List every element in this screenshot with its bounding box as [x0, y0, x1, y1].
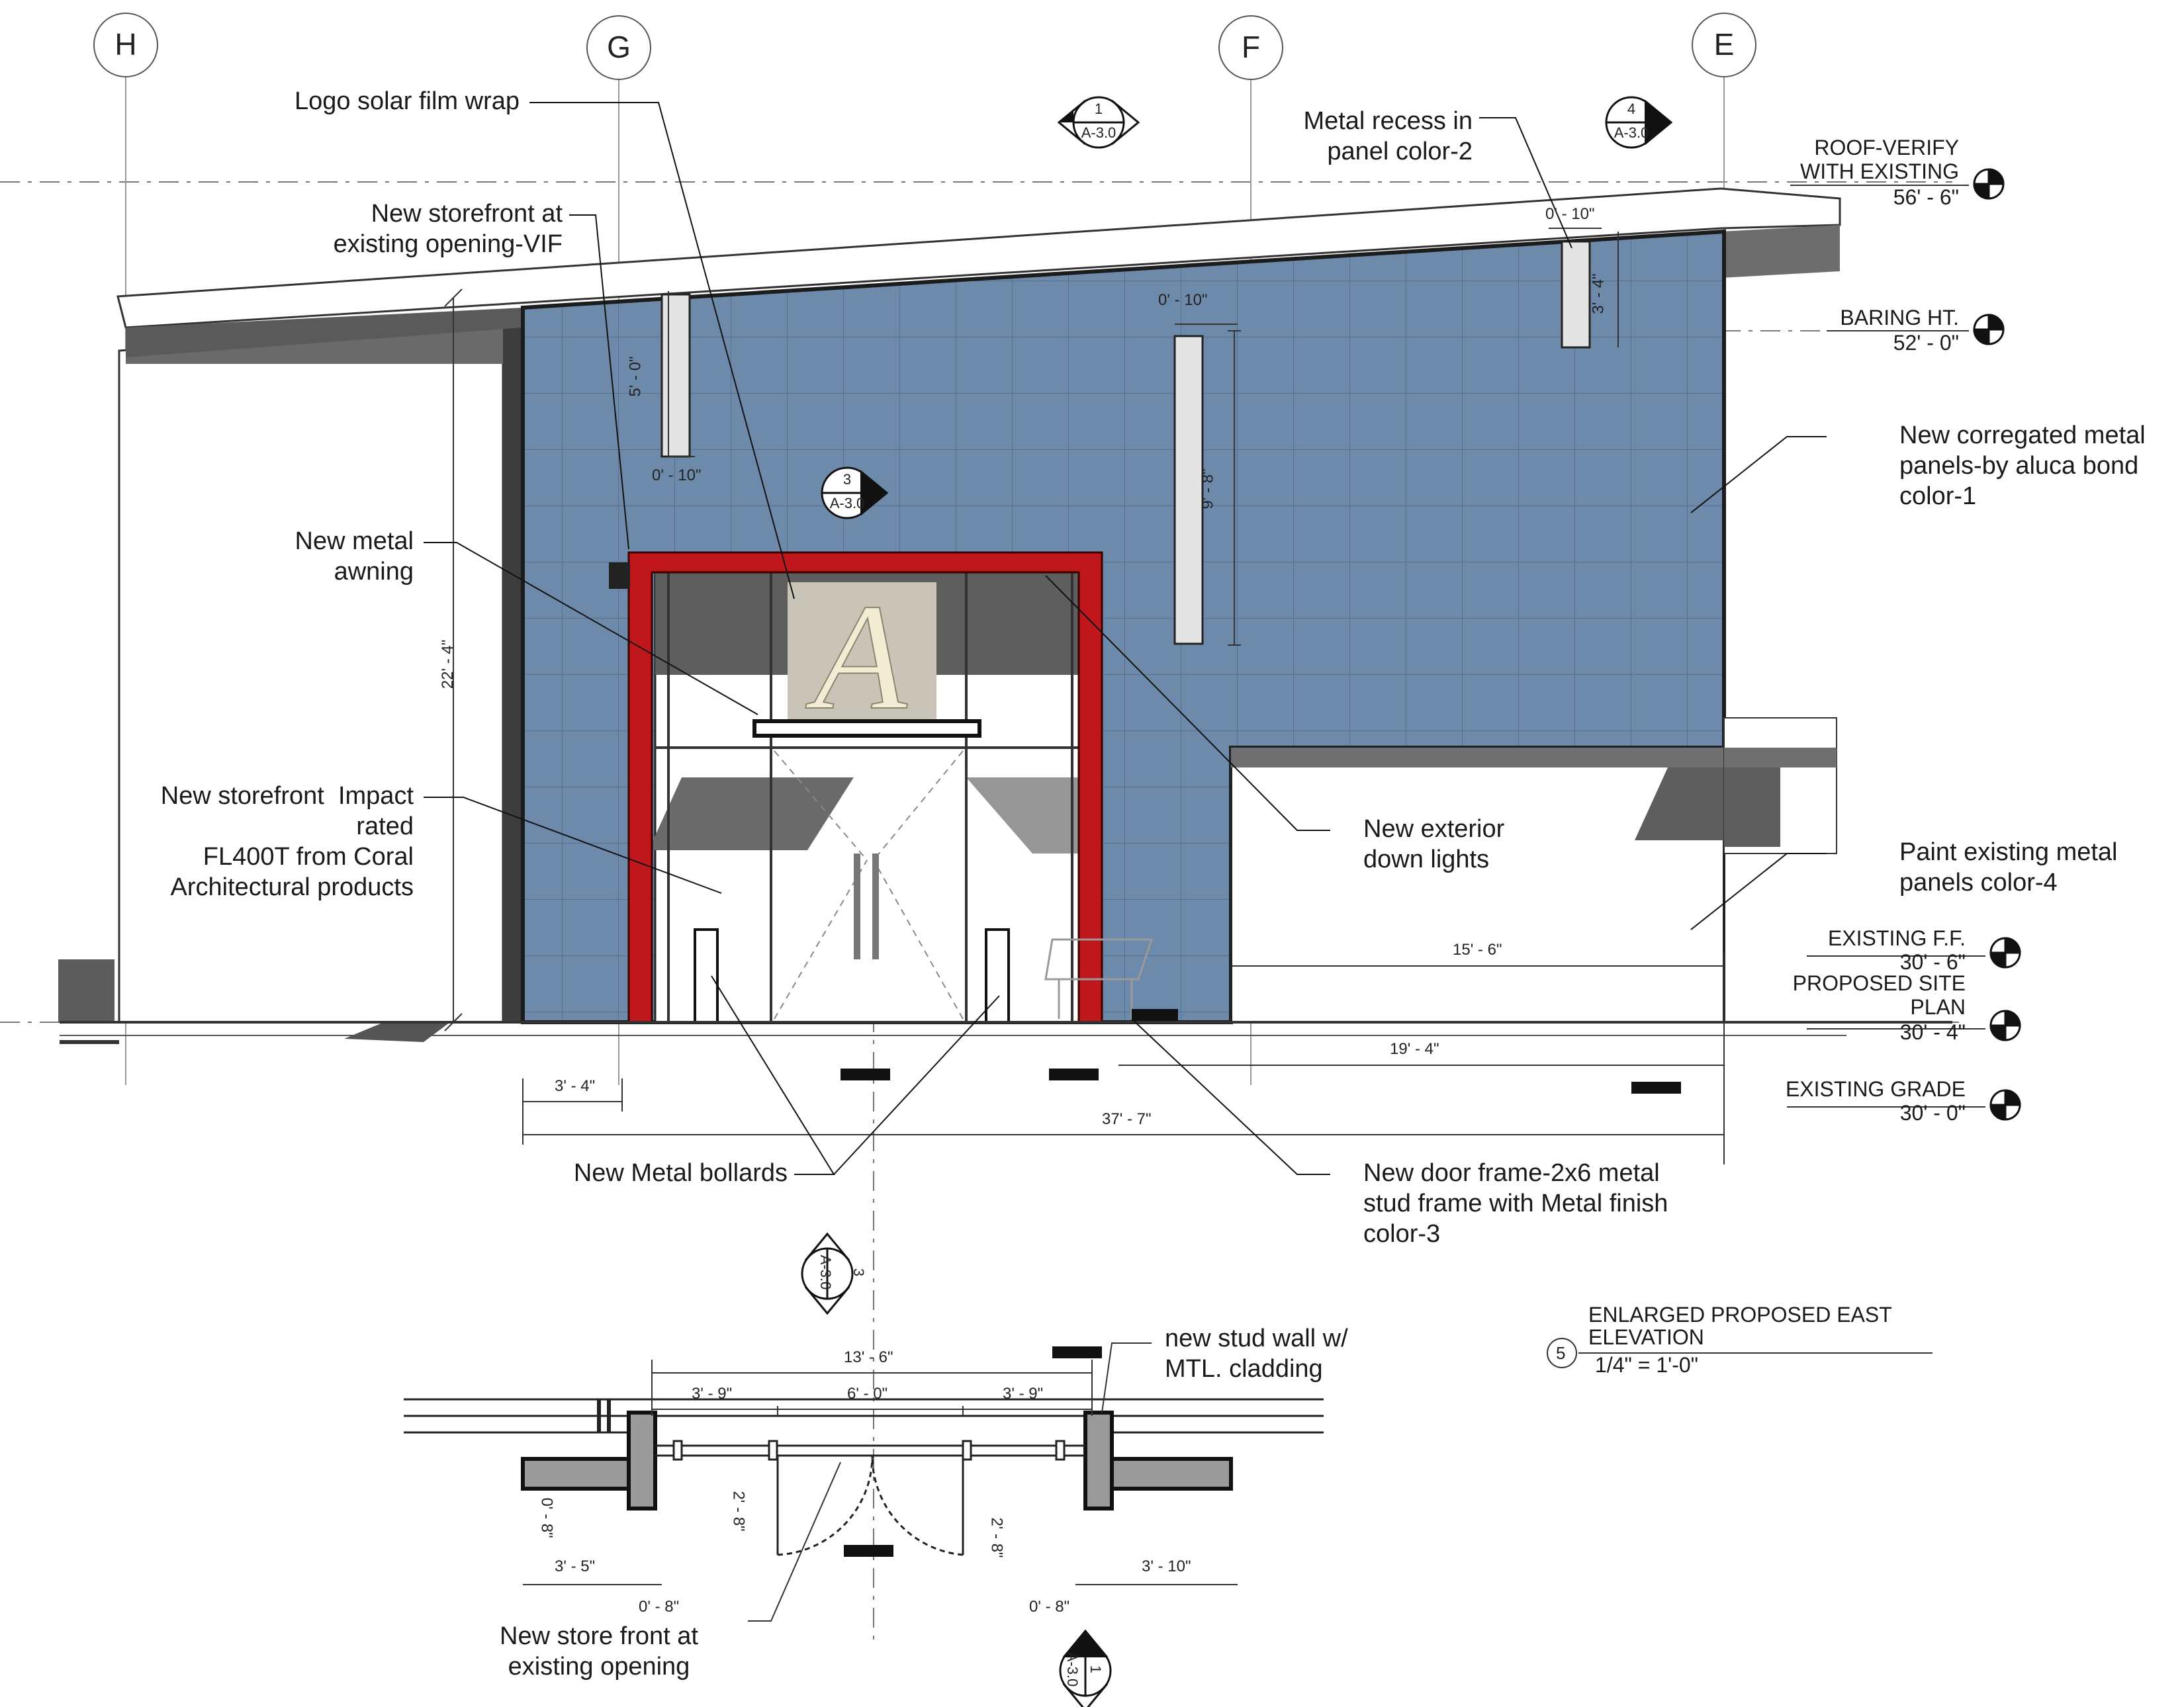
annotation-storefront-existing: New storefront at existing opening-VIF — [333, 200, 563, 258]
dim-3-5: 3' - 5" — [555, 1557, 596, 1575]
logo-letter: A — [805, 572, 908, 741]
section-tag-1-sheet: A-3.0 — [1081, 124, 1116, 141]
section-tag-1-num: 1 — [1094, 101, 1103, 117]
title-block-title: ENLARGED PROPOSED EAST ELEVATION — [1588, 1303, 1892, 1349]
section-tag-3-sheet: A-3.0 — [829, 495, 865, 511]
section-tag-4-num: 4 — [1627, 101, 1636, 117]
dim-0-8-vertical: 0' - 8" — [537, 1497, 556, 1538]
annotation-paint-panels: Paint existing metal panels color-4 — [1899, 838, 2118, 897]
level-baring-elev: 52' - 0" — [1893, 331, 1959, 355]
plan-view — [404, 1398, 1324, 1556]
leader-lines — [424, 102, 1827, 1175]
grid-bubble-e — [1692, 13, 1756, 77]
dim-37-7: 37' - 7" — [1102, 1110, 1152, 1128]
dim-22-4: 22' - 4" — [439, 639, 457, 689]
title-block-number: 5 — [1556, 1343, 1566, 1363]
annotation-metal-awning: New metal awning — [295, 527, 414, 586]
annotation-logo-wrap: Logo solar film wrap — [294, 87, 520, 115]
section-tag-3b-num: 3 — [850, 1268, 867, 1277]
level-site-name: PROPOSED SITE PLAN — [1792, 971, 1966, 1019]
plan-marks — [844, 1346, 1102, 1557]
annotation-store-front-plan: New store front at existing opening — [500, 1622, 698, 1681]
dim-6-0: 6' - 0" — [847, 1385, 888, 1403]
section-tag-4-sheet: A-3.0 — [1614, 124, 1649, 141]
level-grade-elev: 30' - 0" — [1899, 1101, 1966, 1125]
level-roof-name: ROOF-VERIFY WITH EXISTING — [1800, 136, 1959, 183]
level-markers — [1973, 168, 2021, 1121]
level-ff-name: EXISTING F.F. — [1827, 926, 1966, 950]
grid-label-f: F — [1241, 30, 1261, 64]
dim-2-8-left: 2' - 8" — [729, 1491, 748, 1532]
annotation-stud-wall: new stud wall w/ MTL. cladding — [1165, 1325, 1348, 1383]
dim-15-6: 15' - 6" — [1453, 941, 1502, 959]
annotation-corrugated-panels: New corregated metal panels-by aluca bon… — [1899, 421, 2146, 510]
dim-19-4: 19' - 4" — [1390, 1040, 1439, 1058]
annotation-metal-bollards: New Metal bollards — [573, 1159, 788, 1187]
dim-0-10-left: 0' - 10" — [652, 466, 702, 484]
title-block-lines — [1547, 1338, 1933, 1368]
annotation-door-frame: New door frame-2x6 metal stud frame with… — [1363, 1159, 1668, 1248]
section-tag-3-num: 3 — [842, 471, 852, 488]
level-ff-elev: 30' - 6" — [1899, 950, 1966, 974]
dim-0-8-left: 0' - 8" — [639, 1598, 680, 1616]
section-tag-shapes — [801, 96, 1673, 1707]
storefront-glazing: A — [649, 568, 1090, 1024]
grid-label-h: H — [114, 27, 137, 62]
roof-fascia — [116, 187, 1841, 357]
annotation-metal-recess: Metal recess in panel color-2 — [1303, 107, 1473, 165]
grid-label-g: G — [607, 30, 631, 64]
grid-bubble-h — [93, 13, 158, 77]
plan-dimension-lines — [523, 1342, 1238, 1622]
dim-5-0: 5' - 0" — [626, 356, 645, 397]
dim-9-8: 9' - 8" — [1199, 468, 1217, 509]
dim-0-10-mid: 0' - 10" — [1158, 291, 1208, 309]
grid-bubble-g — [586, 15, 651, 80]
level-baring-name: BARING HT. — [1840, 306, 1959, 329]
grid-bubble-f — [1218, 15, 1283, 80]
dim-3-10: 3' - 10" — [1142, 1557, 1191, 1575]
annotation-down-lights: New exterior down lights — [1363, 815, 1505, 873]
ground-marks — [841, 1009, 1681, 1094]
dim-13-6: 13' - 6" — [844, 1348, 893, 1366]
dim-3-4-horizontal: 3' - 4" — [555, 1077, 596, 1095]
level-site-elev: 30' - 4" — [1899, 1020, 1966, 1044]
dim-3-9-right: 3' - 9" — [1003, 1385, 1044, 1403]
level-roof-elev: 56' - 6" — [1893, 185, 1959, 209]
title-block-scale: 1/4" = 1'-0" — [1595, 1353, 1699, 1377]
dim-3-9-left: 3' - 9" — [692, 1385, 733, 1403]
metal-awning — [752, 719, 981, 738]
dim-0-10-top: 0' - 10" — [1545, 205, 1595, 223]
metal-recess-slots — [660, 240, 1591, 645]
level-grade-name: EXISTING GRADE — [1785, 1077, 1966, 1101]
section-tag-3b-sheet: A-3.0 — [817, 1254, 834, 1290]
dim-2-8-right: 2' - 8" — [987, 1517, 1006, 1558]
section-tag-1b-sheet: A-3.0 — [1064, 1651, 1081, 1687]
annotation-storefront-impact: New storefront Impact rated FL400T from … — [160, 782, 414, 901]
grid-label-e: E — [1713, 27, 1735, 62]
dim-3-4-vertical: 3' - 4" — [1589, 273, 1608, 314]
existing-building-right — [1230, 717, 1837, 1024]
dimension-lines — [444, 228, 1725, 1164]
dim-0-8-right: 0' - 8" — [1029, 1598, 1070, 1616]
section-tag-1b-num: 1 — [1087, 1665, 1104, 1674]
